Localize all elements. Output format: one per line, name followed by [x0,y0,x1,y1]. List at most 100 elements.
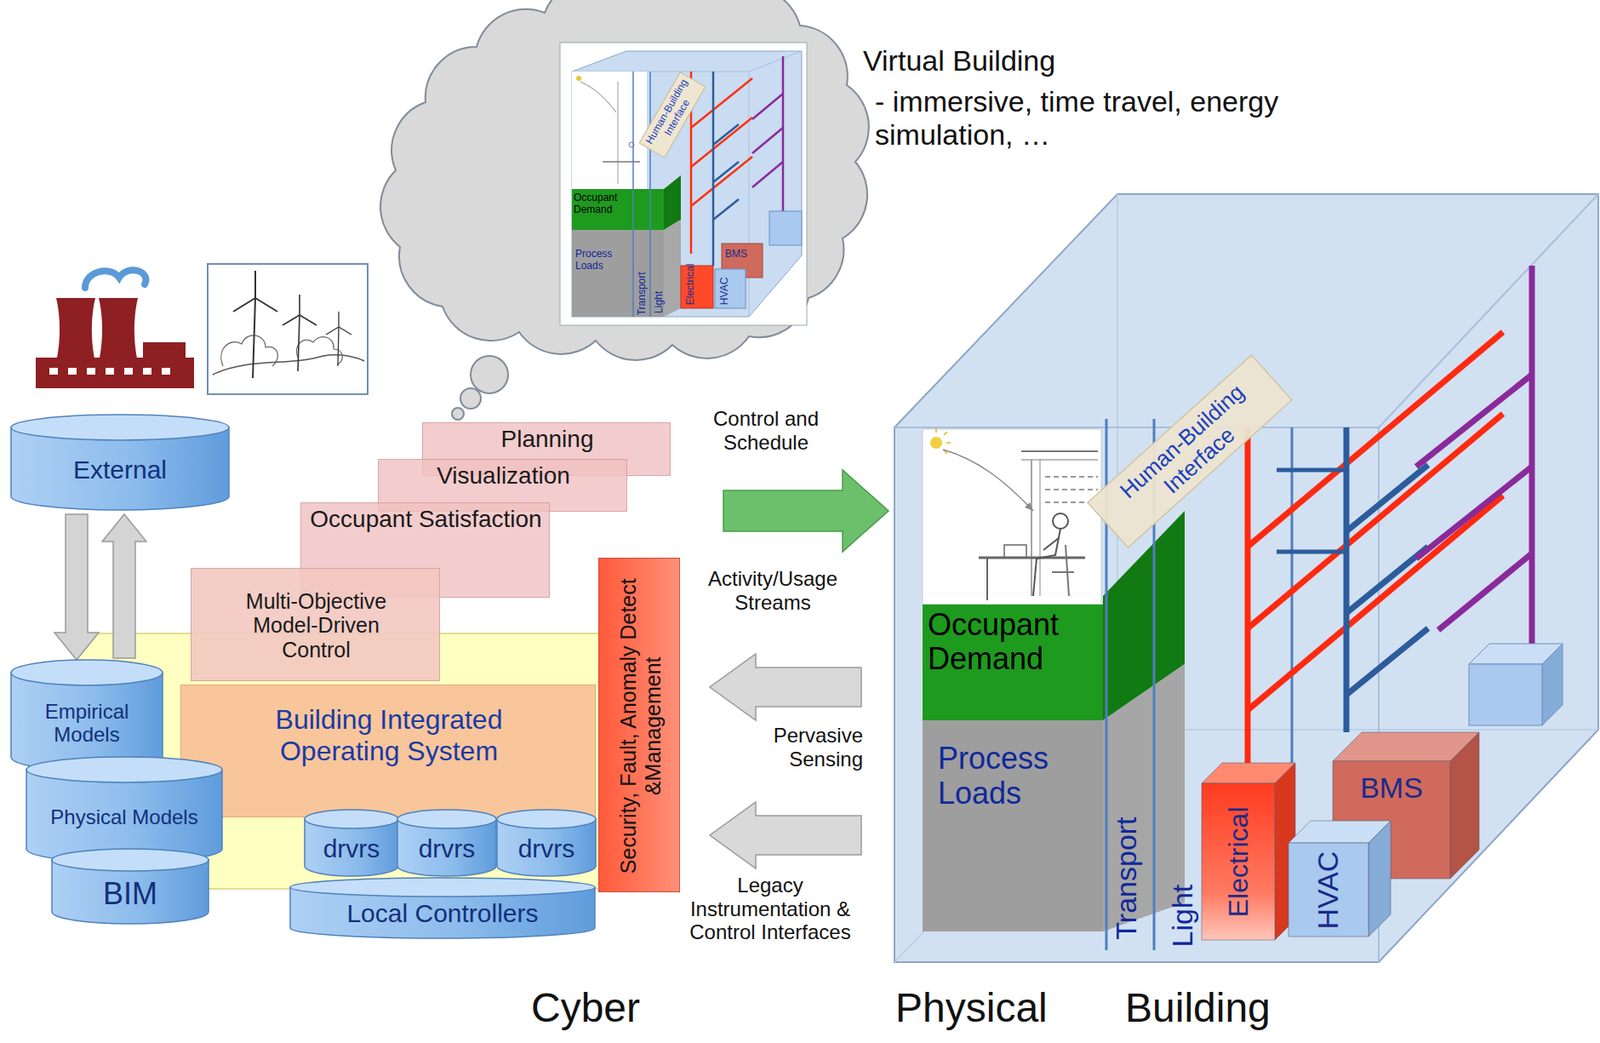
cube-front [1201,782,1275,940]
virtual-building-thumbnail [617,81,619,184]
virtual-building-thumbnail [571,71,647,189]
virtual-building-thumbnail [712,71,715,266]
occupant-sketch [1033,528,1061,596]
model-cylinder: Empirical Models [10,658,164,772]
node-text: Physical Models [32,805,217,829]
cube-side [1450,731,1480,879]
occupant-sketch [930,428,1098,600]
virtual-building-thumbnail [752,127,783,154]
power-plant-icon [142,342,186,360]
virtual-building-thumbnail [639,72,705,158]
thumbnail-label: HVAC [719,274,732,309]
load-block: Process Loads [922,720,1103,932]
flow-arrow [54,514,99,660]
power-plant-icon [124,367,133,375]
wind-farm-icon [298,294,301,315]
virtual-building-thumbnail [713,199,739,220]
building-services [1346,628,1429,695]
virtual-building-thumbnail [560,42,807,326]
building-shell [922,428,1102,605]
wind-farm-icon [297,314,300,372]
building-services [1276,549,1347,555]
system-line-label: Light [1165,877,1200,955]
section-caption: Building [1125,983,1347,1031]
occupant-sketch [1030,459,1033,596]
virtual-building-thumbnail [713,124,739,145]
thumbnail-label: Electrical [685,257,698,311]
virtual-building-thumbnail [752,93,783,120]
building-services [1438,553,1532,630]
power-plant-icon [105,367,115,375]
virtual-building-thumbnail [580,81,617,113]
wind-farm-icon [338,326,352,335]
occupant-sketch [1043,537,1059,550]
power-plant-icon [142,367,152,375]
controller-cylinder: Local Controllers [289,876,596,939]
text-block: Electrical [1222,788,1255,935]
power-plant-icon [68,367,77,375]
wind-farm-icon [255,297,278,312]
electrical-cube: Electrical [1201,782,1275,940]
node-text: Electrical [1222,788,1255,935]
demand-block: Occupant Demand [922,604,1103,720]
node-text: Occupant Satisfaction [308,505,544,532]
building-services [1416,466,1532,559]
security-band: Security, Fault, Anomaly Detect &Managem… [598,557,680,892]
thumbnail-label: Occupant Demand [573,192,651,217]
occupant-sketch [935,428,938,433]
node-text: Process Loads [937,740,1097,812]
thought-cloud [451,407,464,420]
node-text: Security, Fault, Anomaly Detect &Managem… [615,563,665,888]
model-cylinder: BIM [51,847,210,925]
building-services [1247,495,1503,710]
thumbnail-label: Light [653,286,666,318]
building-services [1346,464,1429,532]
power-plant-icon [35,269,195,389]
occupant-sketch [978,556,1086,560]
virtual-building-thumbnail [560,42,807,326]
building-services [1542,643,1563,726]
power-plant-icon [86,367,96,375]
occupant-sketch [946,441,951,444]
building-shell [1378,194,1599,428]
flow-label: Pervasive Sensing [726,723,863,771]
flow-label: Activity/Usage Streams [680,566,865,614]
text-block: drvrs [403,834,491,864]
node-text: drvrs [403,834,491,864]
virtual-building-thumbnail [752,161,783,188]
model-cylinder: Physical Models [25,755,223,863]
section-caption: Physical [895,983,1100,1031]
occupant-sketch [1021,450,1098,452]
occupant-sketch [1004,544,1027,558]
text-block: Process Loads [937,740,1097,812]
wind-farm-icon [337,326,339,366]
occupant-sketch [1052,513,1069,529]
wind-farm-icon [233,297,256,312]
node-text: BMS [1339,771,1444,805]
cylinder-top [26,756,223,783]
building-services [1416,374,1532,467]
driver-cylinder: drvrs [303,808,400,877]
virtual-building-thumbnail [713,161,739,183]
system-line-label: Transport [1109,801,1143,955]
wind-farm-icon [297,337,343,365]
thought-cloud [380,0,869,420]
building-services [1529,265,1536,654]
thumbnail-label: BMS [725,248,760,261]
virtual-building-thumbnail [748,51,802,72]
wind-farm-icon [252,297,256,378]
power-plant-icon [161,367,171,375]
node-text: Planning [429,425,665,453]
data-flow-arrows [709,801,862,869]
node-text: Occupant Demand [927,607,1097,677]
building-shell [894,194,1599,962]
flow-arrow [102,514,147,658]
occupant-sketch [986,557,989,600]
thumbnail-label: Process Loads [575,248,635,273]
node-text: Local Controllers [296,898,589,929]
building-services [1343,427,1350,732]
wind-farm-icon [221,335,279,366]
cloud-title: Virtual Building [862,44,1374,78]
virtual-building-thumbnail [571,51,802,317]
wind-farm-icon [337,311,339,327]
